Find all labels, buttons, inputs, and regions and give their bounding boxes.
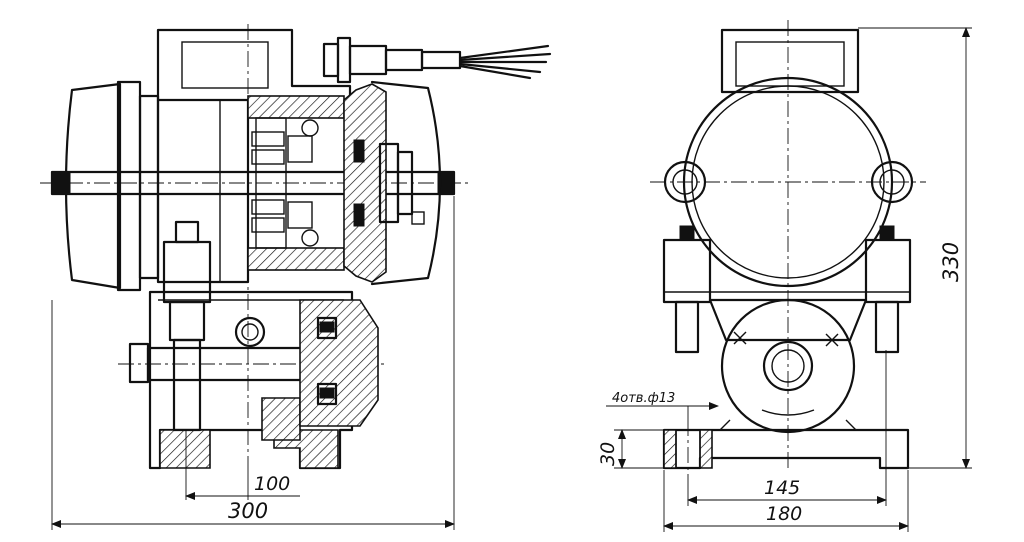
dim-hole-spacing-label: 145: [764, 477, 800, 499]
dim-total-width-label: 300: [228, 499, 268, 523]
rotor-weights: [343, 80, 442, 286]
side-dimensions: [606, 27, 972, 532]
dim-base-width-label: 180: [766, 503, 802, 525]
fan-cover: [64, 80, 160, 292]
side-brackets: [662, 225, 912, 354]
output-shaft: [118, 299, 388, 427]
vibrator-base: [148, 290, 354, 470]
front-dimensions: [51, 196, 455, 530]
dim-offset-label: 100: [254, 473, 290, 495]
dim-base-height-label: 30: [597, 442, 619, 466]
dim-holes-note: 4отв.ф13: [612, 391, 675, 406]
motor-shaft: [40, 170, 470, 196]
stator-teeth: [251, 131, 313, 233]
terminal-box: [720, 28, 860, 94]
dim-height-label: 330: [939, 242, 963, 282]
cable-gland: [322, 36, 552, 84]
front-view: 100 300: [40, 24, 552, 530]
side-base-plate: [662, 419, 910, 470]
cable-wires: [458, 44, 552, 80]
motor-body: [156, 28, 352, 284]
stud-bolt: [162, 220, 212, 432]
side-view: 4отв.ф13 30 330 145 180: [597, 20, 972, 532]
